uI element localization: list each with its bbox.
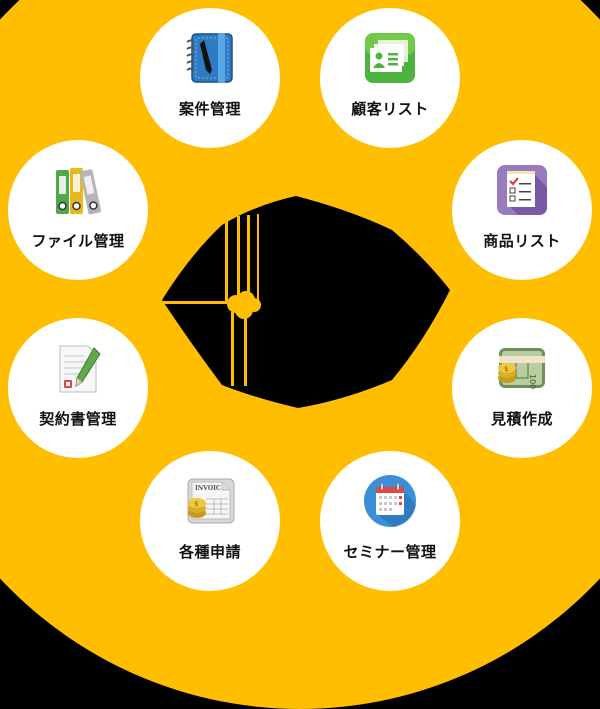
invoice-icon: INVOIC $ [187,478,235,524]
node-label: 見積作成 [490,410,553,428]
checklist-icon [497,165,547,215]
node-shohin[interactable]: 商品リスト [452,140,592,280]
node-label: ファイル管理 [31,232,125,250]
node-file[interactable]: ファイル管理 [8,140,148,280]
svg-text:$: $ [194,500,198,508]
node-kokyaku[interactable]: 顧客リスト [320,8,460,148]
calendar-icon [364,475,416,527]
node-label: 顧客リスト [351,100,429,118]
node-mitsumori[interactable]: 100 $ 見積作成 [452,318,592,458]
node-label: 各種申請 [178,543,241,561]
notebook-icon [186,33,233,83]
node-label: セミナー管理 [343,543,437,561]
contact-card-icon [365,33,415,83]
node-keiyaku[interactable]: 契約書管理 [8,318,148,458]
node-label: 契約書管理 [39,410,117,428]
node-seminar[interactable]: セミナー管理 [320,451,460,591]
money-icon: 100 $ [498,348,545,389]
node-label: 商品リスト [483,232,561,250]
svg-text:$: $ [504,365,508,373]
binders-icon [56,168,102,215]
node-shinsei[interactable]: INVOIC $ 各種申請 [140,451,280,591]
svg-text:INVOIC: INVOIC [195,485,221,492]
center-hub-shape [162,196,450,408]
contract-icon [59,345,101,393]
node-anken[interactable]: 案件管理 [140,8,280,148]
node-label: 案件管理 [178,100,241,118]
svg-text:100: 100 [528,374,537,389]
